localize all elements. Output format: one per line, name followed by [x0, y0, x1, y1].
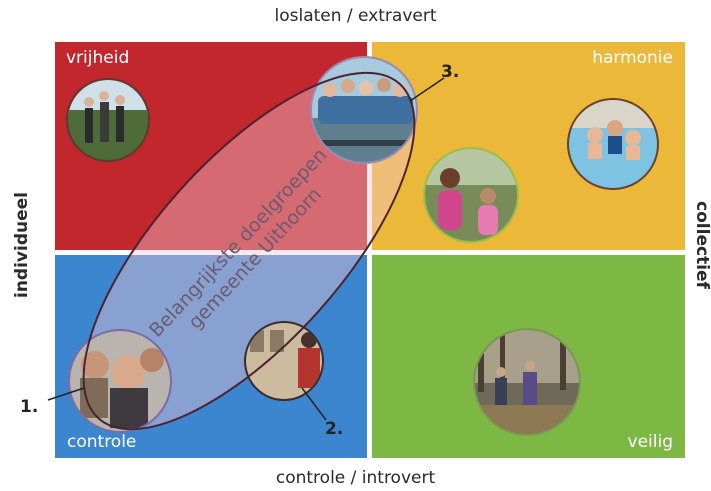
quadrant-label-controle: controle	[67, 432, 137, 452]
photo-forest-walkers-icon	[473, 328, 581, 436]
axis-label-top: loslaten / extravert	[274, 6, 437, 26]
highlight-ellipse-fill	[83, 72, 415, 430]
photo-family-pool-icon	[567, 98, 659, 190]
marker-2-pointer	[301, 387, 327, 421]
marker-1: 1.	[20, 397, 39, 417]
marker-3-pointer	[409, 77, 445, 102]
photo-rollercoaster-icon	[310, 56, 418, 164]
photo-museum-visitor-icon	[244, 321, 324, 401]
highlight-ellipse-outline	[82, 71, 416, 431]
photo-hikers-icon	[66, 78, 150, 162]
quadrant-label-vrijheid: vrijheid	[66, 48, 130, 68]
quadrant-label-harmonie: harmonie	[592, 48, 673, 68]
marker-1-pointer	[47, 387, 85, 401]
quadrant-harmonie: harmonie	[372, 42, 685, 250]
marker-3: 3.	[441, 62, 460, 82]
marker-2: 2.	[325, 419, 344, 439]
photo-mother-child-icon	[423, 147, 519, 243]
quadrant-label-veilig: veilig	[627, 432, 673, 452]
axis-label-bottom: controle / introvert	[275, 468, 436, 488]
photo-group-selfie-icon	[68, 329, 172, 433]
